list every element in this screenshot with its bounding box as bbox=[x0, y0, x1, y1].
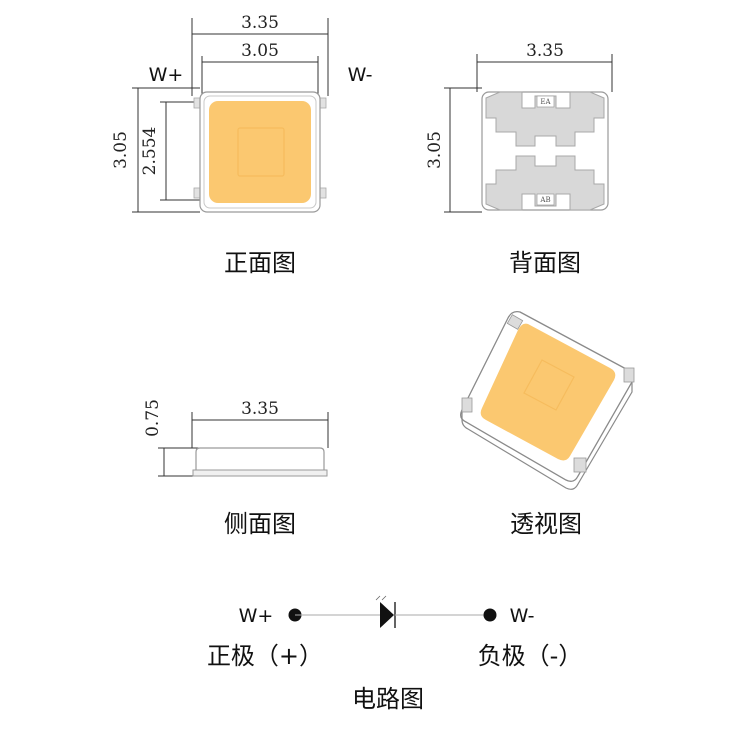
circuit-cathode-terminal bbox=[483, 608, 497, 622]
back-mark-bottom: AB bbox=[539, 196, 550, 204]
circuit-negative-label: 负极（-） bbox=[478, 642, 583, 670]
back-height: 3.05 bbox=[425, 131, 445, 169]
front-package-rim bbox=[203, 95, 317, 209]
circuit-pin-left-label: W+ bbox=[239, 605, 274, 627]
perspective-pad-3 bbox=[461, 397, 473, 413]
circuit-positive-label: 正极（+） bbox=[207, 642, 323, 670]
side-width: 3.35 bbox=[241, 399, 279, 419]
front-width-outer: 3.35 bbox=[241, 13, 279, 33]
perspective-pad-2 bbox=[623, 367, 635, 383]
back-width: 3.35 bbox=[526, 41, 564, 61]
perspective-led-emitter bbox=[480, 323, 616, 461]
perspective-depth-edge bbox=[461, 382, 633, 490]
circuit-caption: 电路图 bbox=[352, 685, 424, 713]
perspective-led-chip bbox=[523, 359, 575, 411]
front-caption: 正面图 bbox=[224, 249, 296, 277]
back-pad-bottom bbox=[485, 155, 605, 211]
front-height-outer: 3.05 bbox=[111, 131, 131, 169]
side-package-body bbox=[195, 447, 325, 473]
front-led-chip bbox=[237, 127, 285, 177]
back-pad-top bbox=[485, 91, 605, 147]
side-package-base bbox=[192, 469, 328, 477]
front-pin-right-label: W- bbox=[348, 64, 373, 86]
circuit-pin-right-label: W- bbox=[510, 605, 535, 627]
side-caption: 侧面图 bbox=[224, 510, 296, 538]
back-mark-top-box bbox=[536, 95, 555, 108]
front-height-inner: 2.554 bbox=[140, 127, 160, 176]
perspective-view: 透视图 bbox=[460, 310, 635, 538]
back-caption: 背面图 bbox=[509, 249, 581, 277]
perspective-caption: 透视图 bbox=[510, 510, 582, 538]
front-pin-left-label: W+ bbox=[149, 64, 184, 86]
diode-light-arrows-icon bbox=[375, 595, 387, 601]
front-view: 3.35 3.05 W+ W- 3.05 2.554 正面图 bbox=[111, 13, 372, 277]
side-height: 0.75 bbox=[143, 399, 163, 437]
diode-triangle-icon bbox=[380, 602, 394, 628]
side-view: 3.35 0.75 侧面图 bbox=[143, 399, 329, 538]
back-mark-bottom-box bbox=[536, 193, 555, 206]
front-width-inner: 3.05 bbox=[241, 41, 279, 61]
front-led-emitter bbox=[209, 101, 311, 203]
back-mark-top: EA bbox=[540, 98, 551, 106]
perspective-pad-4 bbox=[573, 457, 587, 473]
circuit-diagram: W+ W- 正极（+） 负极（-） 电路图 bbox=[207, 595, 583, 713]
back-view: 3.35 3.05 EA AB 背面图 bbox=[425, 41, 613, 277]
perspective-pad-1 bbox=[506, 314, 524, 330]
